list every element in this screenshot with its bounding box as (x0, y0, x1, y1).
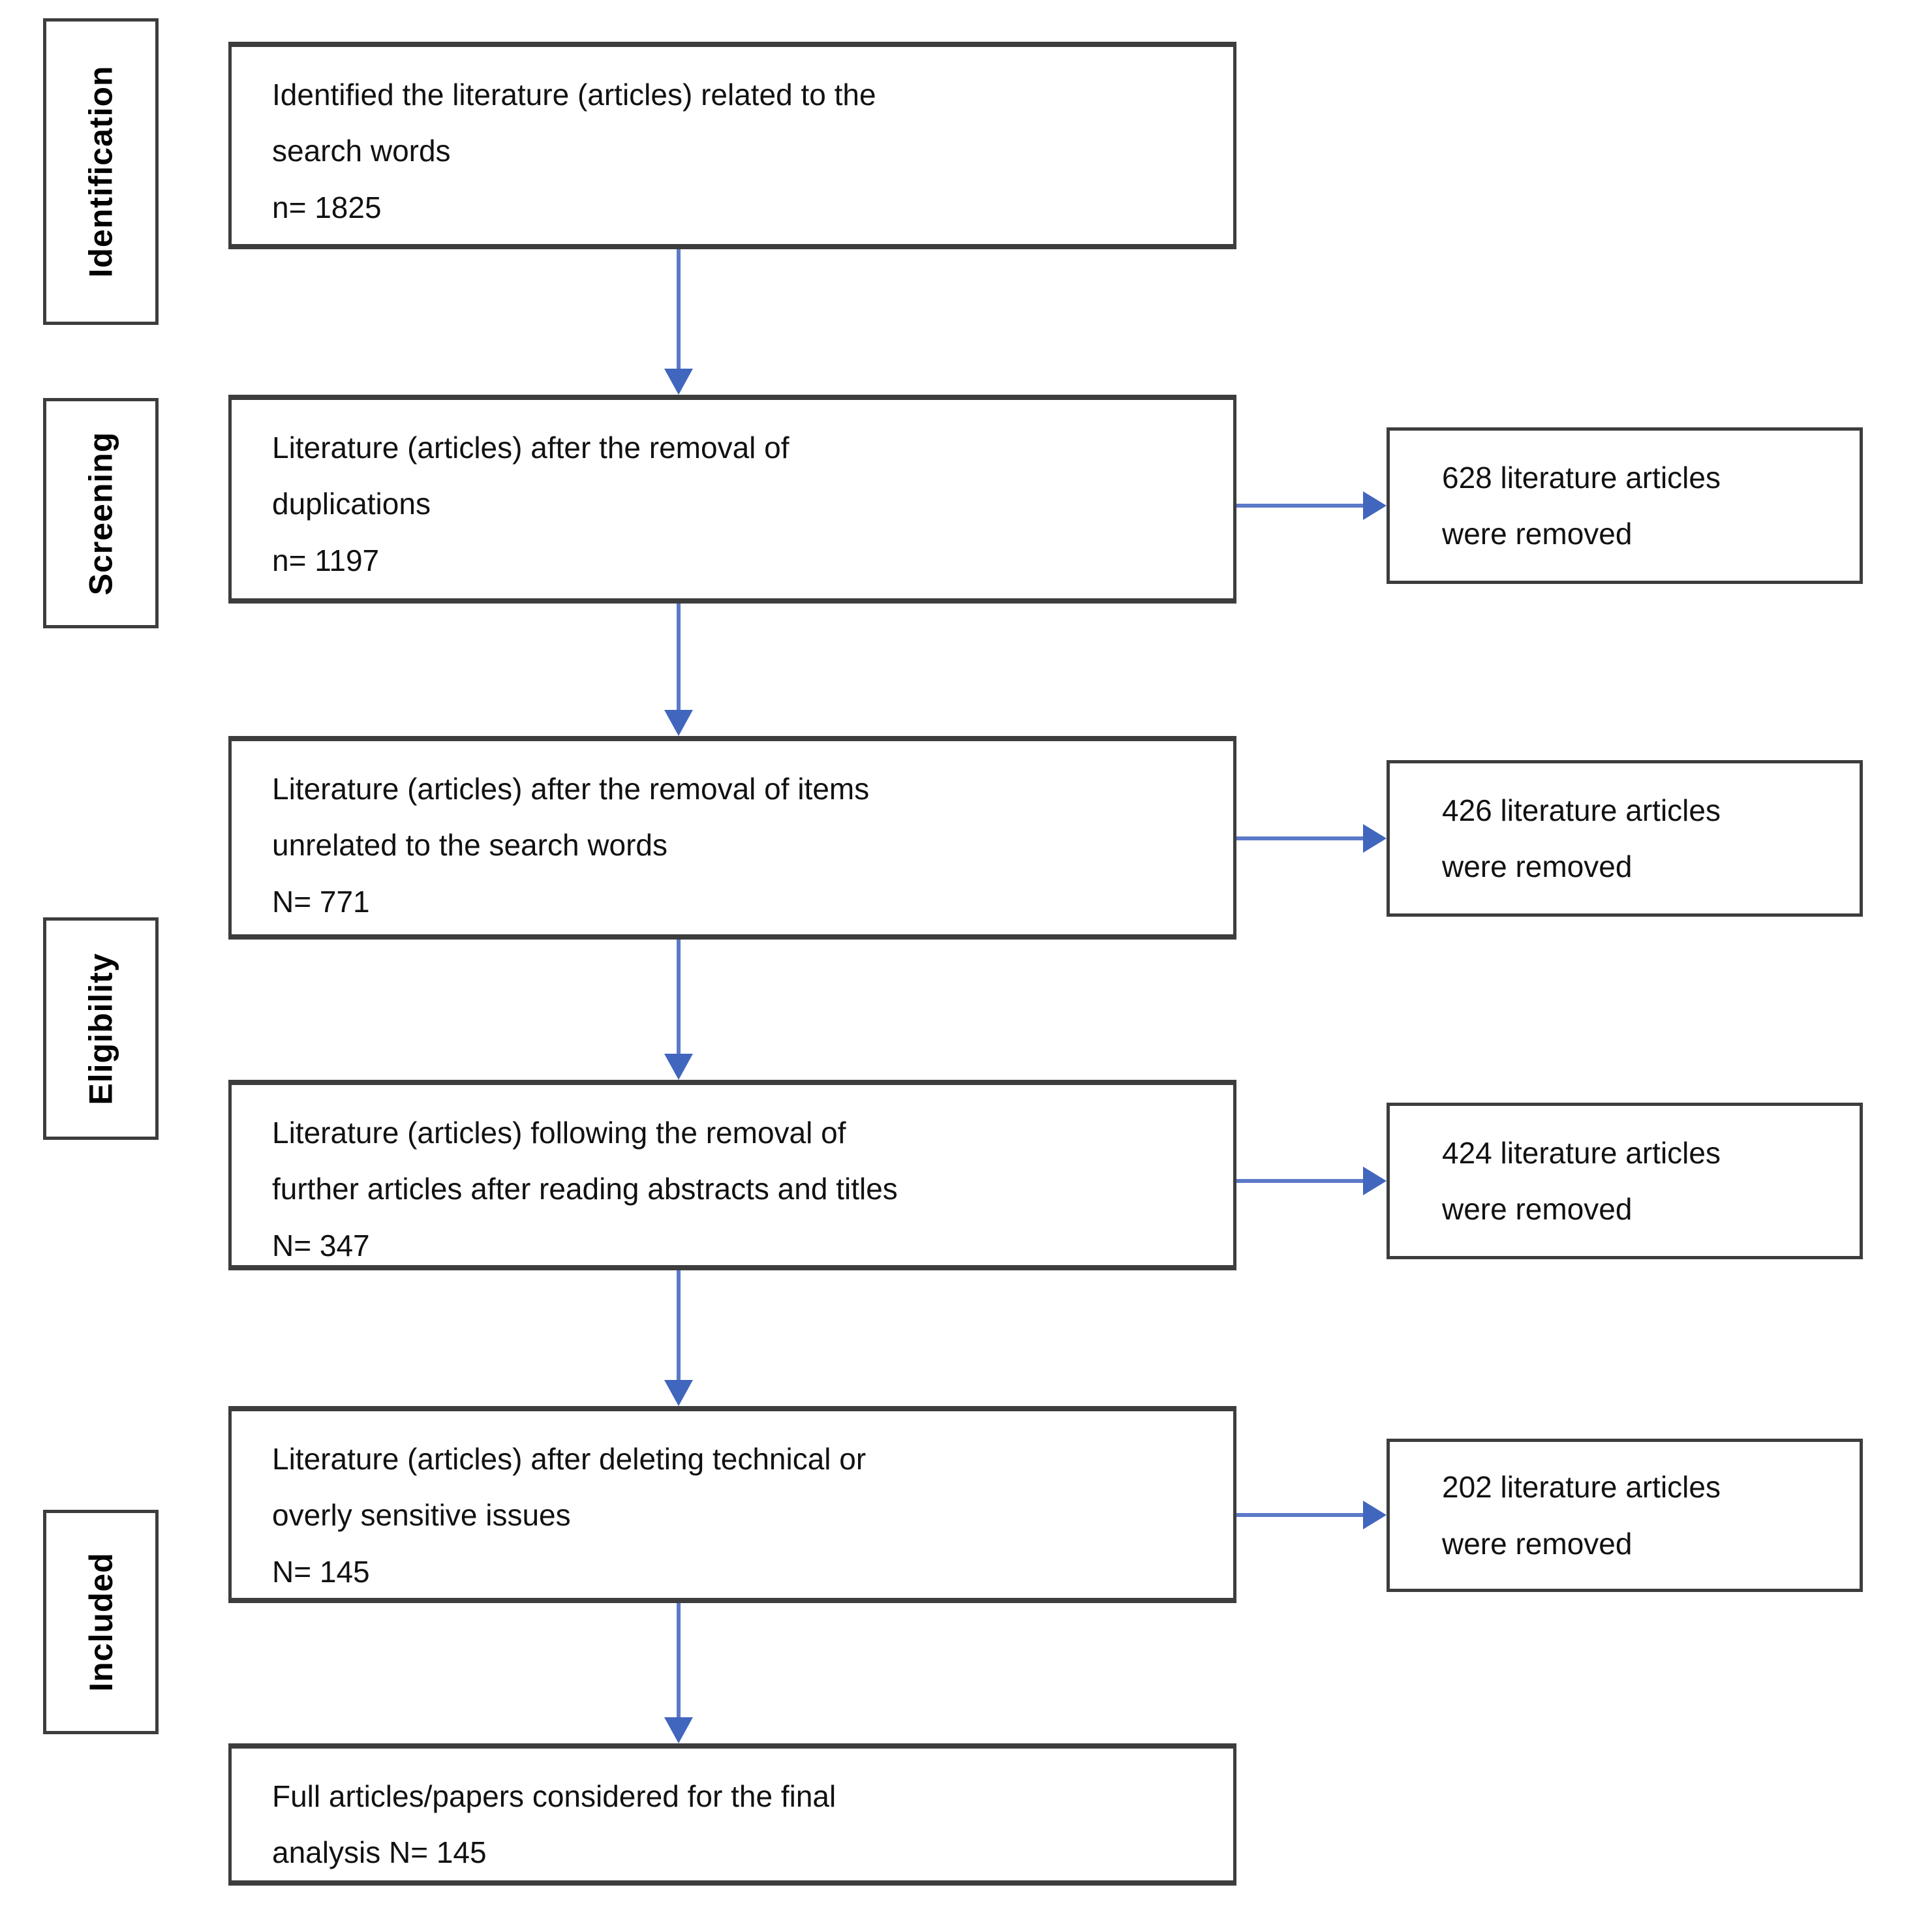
arrow-down-5-icon (677, 1603, 681, 1717)
arrow-right-4-icon (1236, 1513, 1363, 1517)
stage-label-included-text: Included (82, 1552, 119, 1692)
removal-box-424: 424 literature articles were removed (1387, 1103, 1863, 1259)
removal-box-202-text: 202 literature articles were removed (1442, 1470, 1721, 1561)
flow-box-after-sensitive: Literature (articles) after deleting tec… (228, 1406, 1236, 1603)
removal-box-424-text: 424 literature articles were removed (1442, 1135, 1721, 1226)
stage-label-identification-text: Identification (82, 65, 119, 278)
flow-box-final-analysis: Full articles/papers considered for the … (228, 1743, 1236, 1886)
flow-box-after-abstracts-text: Literature (articles) following the remo… (272, 1116, 898, 1206)
stage-label-screening: Screening (43, 398, 159, 628)
flow-box-after-unrelated-text: Literature (articles) after the removal … (272, 772, 870, 863)
removal-box-426-text: 426 literature articles were removed (1442, 793, 1721, 883)
flow-box-after-abstracts: Literature (articles) following the remo… (228, 1080, 1236, 1270)
arrow-down-4-icon (677, 1270, 681, 1380)
flow-box-after-unrelated: Literature (articles) after the removal … (228, 736, 1236, 940)
flow-box-after-duplicates-text: Literature (articles) after the removal … (272, 431, 790, 521)
flow-box-final-analysis-text: Full articles/papers considered for the … (272, 1779, 836, 1870)
removal-box-628-text: 628 literature articles were removed (1442, 460, 1721, 551)
arrow-down-3-icon (677, 940, 681, 1054)
stage-label-included: Included (43, 1510, 159, 1734)
flow-box-after-abstracts-count: N= 347 (272, 1228, 370, 1263)
flow-box-after-sensitive-text: Literature (articles) after deleting tec… (272, 1442, 866, 1533)
flow-box-identified-text: Identified the literature (articles) rel… (272, 78, 876, 168)
stage-label-eligibility: Eligibility (43, 917, 159, 1140)
flow-box-after-unrelated-count: N= 771 (272, 884, 370, 919)
flow-box-after-duplicates: Literature (articles) after the removal … (228, 395, 1236, 604)
arrow-down-1-icon (677, 249, 681, 369)
stage-label-identification: Identification (43, 18, 159, 325)
arrow-down-2-icon (677, 604, 681, 710)
arrow-right-2-icon (1236, 836, 1363, 840)
flow-box-identified: Identified the literature (articles) rel… (228, 42, 1236, 249)
removal-box-426: 426 literature articles were removed (1387, 760, 1863, 917)
flow-box-after-sensitive-count: N= 145 (272, 1554, 370, 1589)
stage-label-eligibility-text: Eligibility (82, 952, 119, 1105)
flow-box-identified-count: n= 1825 (272, 190, 382, 224)
removal-box-628: 628 literature articles were removed (1387, 427, 1863, 584)
flow-box-after-duplicates-count: n= 1197 (272, 543, 380, 577)
removal-box-202: 202 literature articles were removed (1387, 1439, 1863, 1592)
stage-label-screening-text: Screening (82, 431, 119, 595)
arrow-right-3-icon (1236, 1179, 1363, 1183)
arrow-right-1-icon (1236, 504, 1363, 508)
